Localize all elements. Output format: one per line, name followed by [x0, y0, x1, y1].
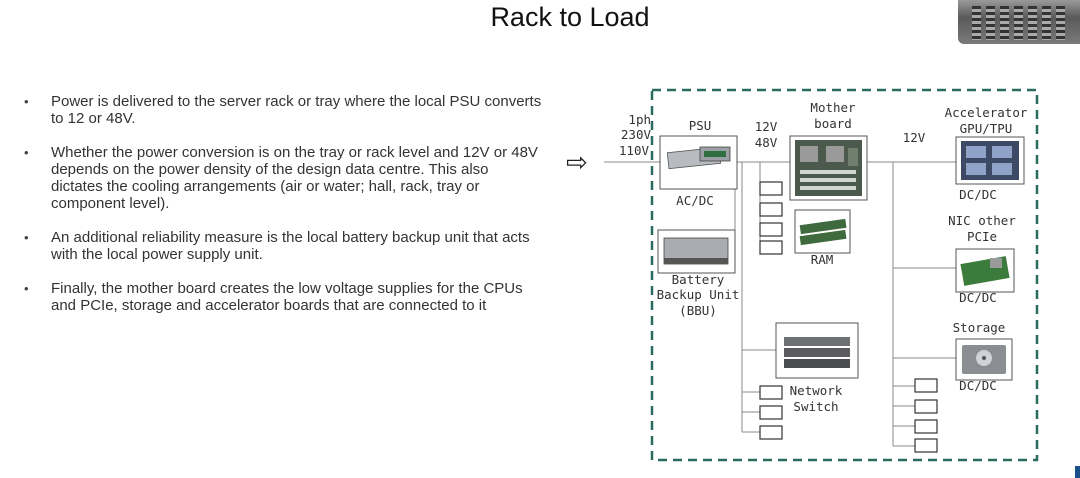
accelerator-label: GPU/TPU — [960, 121, 1013, 136]
rail-12v-label: 12V — [903, 130, 926, 145]
input-label: 1ph — [628, 112, 651, 127]
page-marker — [1075, 466, 1080, 478]
ram-image — [794, 209, 851, 254]
network-switch-image — [775, 322, 859, 379]
nic-label: PCIe — [967, 229, 997, 244]
bbu-label: Battery — [672, 272, 725, 287]
load-box — [914, 438, 938, 453]
load-box — [914, 419, 938, 434]
switch-label: Network — [790, 383, 843, 398]
load-box — [759, 405, 783, 420]
load-box — [759, 425, 783, 440]
nic-image — [955, 248, 1015, 293]
bbu-label: (BBU) — [679, 303, 717, 318]
bbu-image — [657, 229, 736, 274]
load-box — [914, 399, 938, 414]
load-boxes-left — [759, 181, 783, 440]
right-arrow-icon: ⇨ — [566, 148, 588, 178]
page-title: Rack to Load — [490, 2, 650, 32]
psu-label: PSU — [689, 118, 712, 133]
load-boxes-right — [914, 378, 938, 453]
diagram-border — [650, 88, 1039, 462]
psu-image — [659, 135, 738, 190]
motherboard-label: board — [814, 116, 852, 131]
motherboard-image — [789, 135, 868, 201]
load-box — [759, 222, 783, 237]
load-box — [759, 240, 783, 255]
storage-sublabel: DC/DC — [959, 378, 997, 393]
bullet-item: An additional reliability measure is the… — [22, 229, 542, 263]
server-rack-image — [958, 0, 1080, 44]
bullet-item: Finally, the mother board creates the lo… — [22, 280, 542, 314]
input-label: 230V — [621, 127, 652, 142]
load-box — [914, 378, 938, 393]
accelerator-label: Accelerator — [945, 105, 1028, 120]
bbu-label: Backup Unit — [657, 287, 740, 302]
storage-image — [955, 338, 1013, 381]
psu-sublabel: AC/DC — [676, 193, 714, 208]
accelerator-image — [955, 136, 1025, 185]
bus-voltage-label: 12V — [755, 119, 778, 134]
accelerator-sublabel: DC/DC — [959, 187, 997, 202]
nic-sublabel: DC/DC — [959, 290, 997, 305]
storage-label: Storage — [953, 320, 1006, 335]
motherboard-label: Mother — [810, 100, 856, 115]
nic-label: NIC other — [948, 213, 1016, 228]
switch-label: Switch — [793, 399, 838, 414]
input-label: 110V — [619, 143, 650, 158]
bus-voltage-label: 48V — [755, 135, 778, 150]
load-box — [759, 202, 783, 217]
bullet-item: Power is delivered to the server rack or… — [22, 93, 542, 127]
load-box — [759, 181, 783, 196]
bullet-list: Power is delivered to the server rack or… — [22, 93, 542, 331]
load-box — [759, 385, 783, 400]
bullet-item: Whether the power conversion is on the t… — [22, 144, 542, 212]
ram-label: RAM — [811, 252, 834, 267]
